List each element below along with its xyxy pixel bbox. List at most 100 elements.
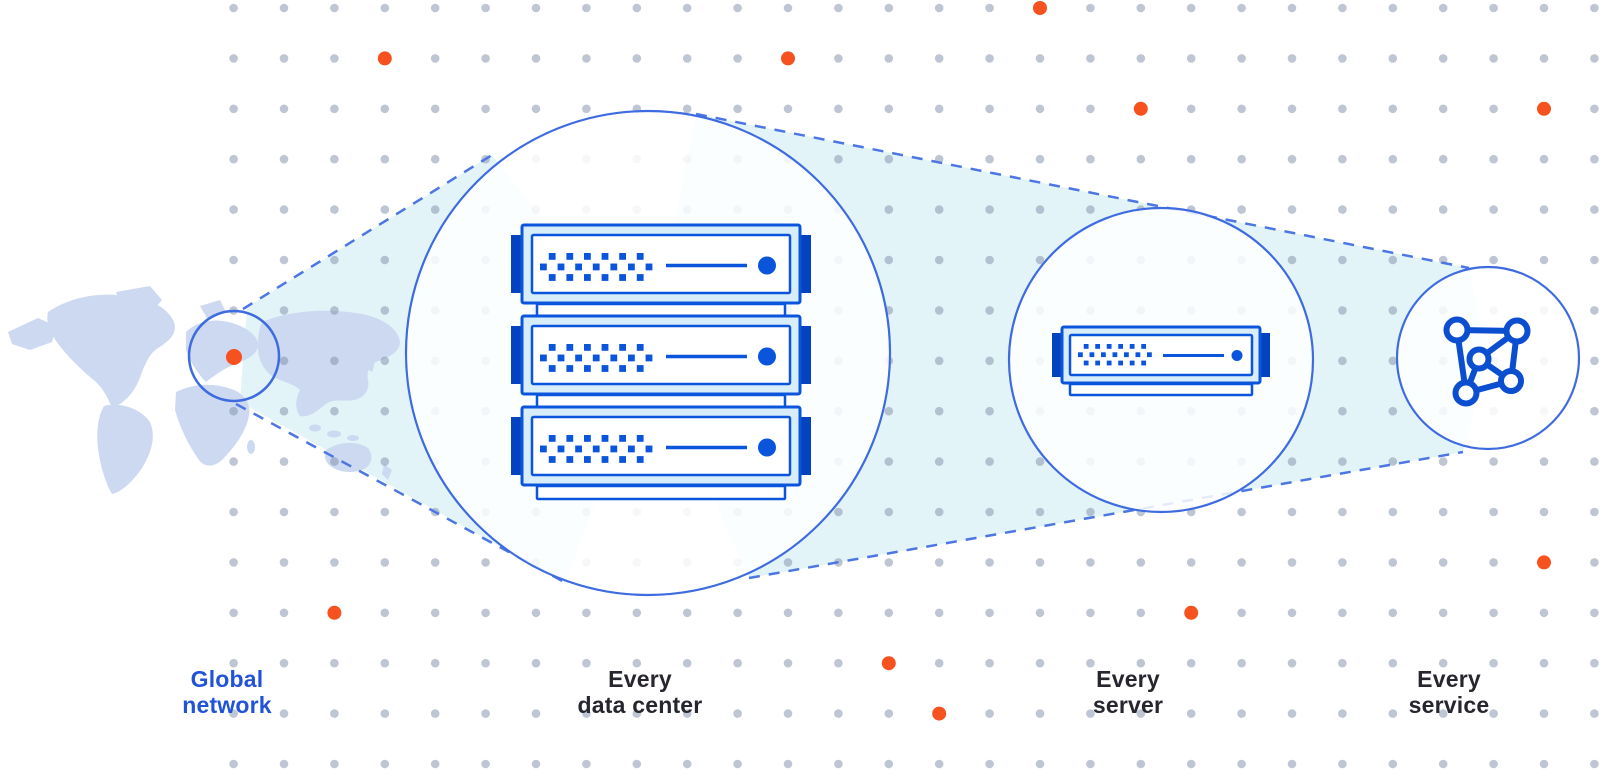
grid-dot [934, 255, 944, 265]
orange-dot [377, 51, 392, 66]
grid-dot [1590, 306, 1599, 315]
grid-dot [1287, 658, 1297, 668]
grid-dot [330, 3, 339, 13]
grid-dot [1489, 608, 1498, 618]
grid-dot [1086, 608, 1095, 618]
mesh-node [1498, 368, 1524, 394]
grid-dot [582, 104, 591, 114]
grid-dot [430, 154, 440, 164]
grid-dot [1388, 608, 1398, 618]
grid-dot [733, 3, 742, 13]
map-europe [186, 320, 259, 382]
map-island [347, 435, 359, 441]
grid-dot [834, 608, 843, 618]
orange-dot [781, 51, 795, 66]
grid-dot [884, 205, 894, 214]
grid-dot [1489, 54, 1498, 63]
grid-dot [1438, 558, 1448, 567]
grid-dot [1338, 54, 1347, 63]
grid-dot [279, 558, 289, 567]
server-unit [511, 405, 811, 501]
grid-dot [1237, 205, 1246, 214]
grid-dot [582, 709, 591, 718]
grid-dot [1338, 255, 1347, 265]
grid-dot [1388, 356, 1398, 366]
grid-dot [1539, 457, 1549, 466]
grid-dot [1086, 658, 1095, 668]
grid-dot [834, 54, 843, 63]
grid-dot [1539, 154, 1549, 164]
grid-dot [1539, 507, 1549, 517]
server-unit [1052, 325, 1270, 397]
grid-dot [1590, 759, 1599, 769]
grid-dot [985, 658, 994, 668]
grid-dot [1388, 759, 1398, 769]
grid-dot [783, 558, 793, 567]
grid-dot [330, 54, 339, 63]
grid-dot [985, 507, 994, 517]
grid-dot [934, 608, 944, 618]
grid-dot [884, 608, 894, 618]
map-alaska [8, 318, 56, 350]
grid-dot [1287, 457, 1297, 466]
grid-dot [1438, 3, 1448, 13]
map-asia [258, 310, 400, 417]
grid-dot [330, 709, 339, 718]
grid-dot [430, 3, 440, 13]
grid-dot [1489, 558, 1498, 567]
mesh-node [1503, 317, 1531, 345]
grid-dot [783, 658, 793, 668]
grid-dot [884, 709, 894, 718]
grid-dot [330, 406, 339, 416]
grid-dot [380, 3, 390, 13]
grid-dot [1539, 759, 1549, 769]
grid-dot [834, 759, 843, 769]
grid-dot [1438, 54, 1448, 63]
grid-dot [733, 759, 742, 769]
map-greenland [116, 286, 162, 316]
grid-dot [582, 759, 591, 769]
grid-dot [1539, 709, 1549, 718]
grid-dot [279, 507, 289, 517]
stage-label-line: Every [1096, 666, 1160, 692]
grid-dot [1539, 3, 1549, 13]
grid-dot [229, 507, 238, 517]
grid-dot [934, 658, 944, 668]
grid-dot [1489, 658, 1498, 668]
grid-dot [430, 54, 440, 63]
grid-dot [1438, 658, 1448, 668]
grid-dot [934, 558, 944, 567]
grid-dot [330, 356, 339, 366]
grid-dot [934, 205, 944, 214]
grid-dot [884, 54, 894, 63]
grid-dot [481, 709, 490, 718]
grid-dot [1590, 54, 1599, 63]
grid-dot [1186, 658, 1196, 668]
grid-dot [1489, 3, 1498, 13]
stage-label-global-network: Global network [182, 666, 272, 718]
grid-dot [380, 658, 390, 668]
grid-dot [1086, 104, 1095, 114]
grid-dot [1338, 709, 1347, 718]
grid-dot [1186, 3, 1196, 13]
grid-dot [1186, 558, 1196, 567]
grid-dot [1086, 205, 1095, 214]
grid-dot [834, 507, 843, 517]
orange-dot [881, 656, 896, 671]
grid-dot [884, 255, 894, 265]
grid-dot [1338, 406, 1347, 416]
grid-dot [229, 658, 238, 668]
grid-dot [1590, 356, 1599, 366]
grid-dot [1237, 608, 1246, 618]
grid-dot [229, 104, 238, 114]
grid-dot [884, 507, 894, 517]
grid-dot [481, 608, 490, 618]
grid-dot [1136, 558, 1146, 567]
grid-dot [834, 3, 843, 13]
grid-dot [1438, 104, 1448, 114]
grid-dot [380, 406, 390, 416]
grid-dot [985, 306, 994, 315]
grid-dot [1539, 658, 1549, 668]
grid-dot [582, 54, 591, 63]
